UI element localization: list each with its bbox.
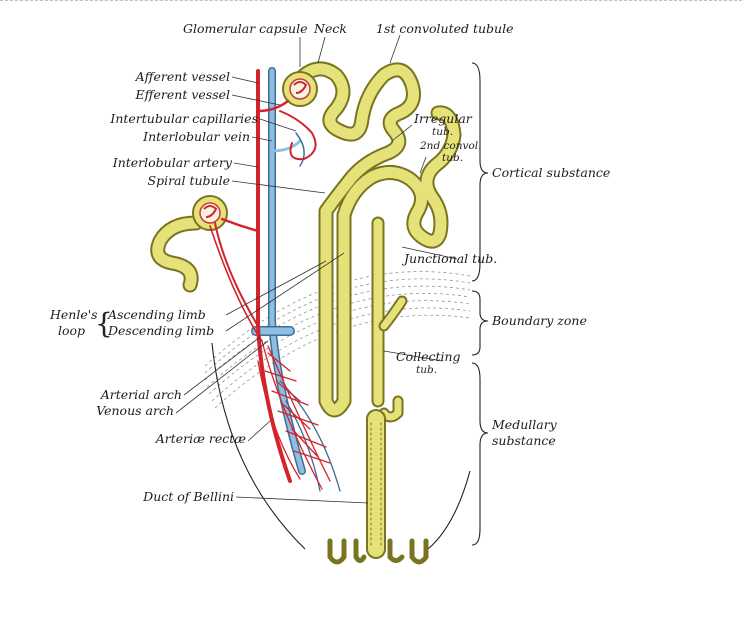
label-venous-arch: Venous arch [96,403,174,418]
label-irregular-tub-2: tub. [432,126,453,138]
label-boundary-zone: Boundary zone [491,313,587,328]
label-henles-loop-2: loop [58,323,85,338]
label-medullary: Medullary [491,417,558,432]
duct-openings [327,538,429,565]
medullary-pyramid-outline-right [427,470,471,550]
label-efferent-vessel: Efferent vessel [135,87,230,102]
boundary-brace [471,290,489,356]
leader-lines [175,34,458,504]
label-medullary-substance: substance [492,433,556,448]
medullary-pyramid-outline [211,342,306,550]
medullary-brace [471,362,489,546]
label-glomerular-capsule: Glomerular capsule [183,21,308,36]
label-arteriae-rectae: Arteriæ rectæ [155,431,247,446]
label-interlobular-artery: Interlobular artery [112,155,233,170]
label-irregular-tub: Irregular [413,111,473,126]
cortical-brace [471,62,489,282]
label-collecting-tub: Collecting [396,349,461,364]
label-afferent-vessel: Afferent vessel [135,69,230,84]
label-second-convol-tub-2: tub. [442,152,463,164]
label-second-convol-tub: 2nd convol. [419,140,481,152]
tubule-system [150,61,462,565]
glomerulus-upper [282,71,318,107]
label-duct-of-bellini: Duct of Bellini [142,489,234,504]
label-descending-limb: Descending limb [107,323,214,338]
label-intertubular-capillaries: Intertubular capillaries [109,111,258,126]
vein-network [251,67,341,492]
label-arterial-arch: Arterial arch [100,387,182,402]
labels: Glomerular capsule Neck 1st convoluted t… [49,21,610,504]
glomerulus-lower [192,195,228,231]
label-neck: Neck [313,21,347,36]
label-spiral-tubule: Spiral tubule [148,173,230,188]
label-cortical-substance: Cortical substance [492,165,610,180]
label-collecting-tub-2: tub. [416,364,437,376]
label-junctional-tub: Junctional tub. [401,251,497,266]
label-henles-loop: Henle's [49,307,98,322]
label-interlobular-vein: Interlobular vein [142,129,250,144]
label-ascending-limb: Ascending limb [107,307,206,322]
artery-network [209,69,331,490]
label-first-convoluted-tubule: 1st convoluted tubule [376,21,514,36]
henle-brace: { [95,307,113,340]
